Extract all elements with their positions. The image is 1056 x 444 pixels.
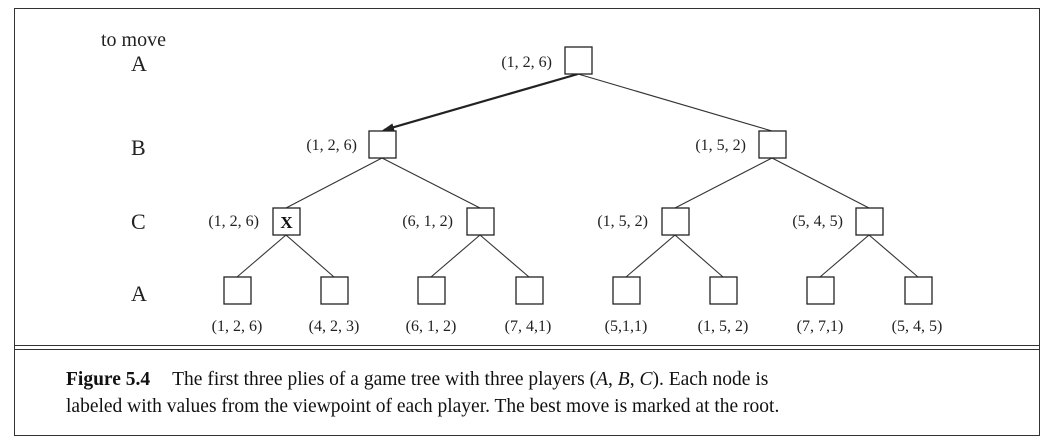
edge-c2-to-leaf-3 [430, 234, 481, 278]
edge-b-left-to-c1 [285, 157, 383, 209]
edge-c4-to-leaf-8 [868, 234, 919, 278]
figure-number: Figure 5.4 [66, 369, 151, 390]
player-label-level-3: A [131, 281, 147, 306]
leaf-node-1 [223, 276, 252, 305]
node-c1-value: (1, 2, 6) [208, 213, 259, 230]
leaf-node-6 [709, 276, 738, 305]
caption-player-a: A [596, 369, 609, 390]
leaf-node-2 [320, 276, 349, 305]
root-value-label: (1, 2, 6) [501, 54, 552, 71]
edge-b-right-to-c3 [674, 157, 773, 209]
edge-b-right-to-c4 [771, 157, 870, 209]
player-label-level-1: B [131, 135, 146, 160]
to-move-header: to move [101, 29, 166, 51]
caption-text-end: ). Each node is [652, 369, 769, 390]
leaf-node-4 [515, 276, 544, 305]
leaf-value-5: (5,1,1) [605, 318, 648, 335]
leaf-value-6: (1, 5, 2) [698, 318, 749, 335]
player-label-level-2: C [131, 209, 146, 234]
node-b-left [368, 130, 397, 159]
caption-player-c: C [639, 369, 653, 390]
edge-c3-to-leaf-6 [674, 234, 724, 278]
node-c2-value: (6, 1, 2) [402, 213, 453, 230]
edge-c2-to-leaf-4 [479, 234, 530, 278]
leaf-node-8 [904, 276, 933, 305]
leaf-value-7: (7, 7,1) [797, 318, 844, 335]
game-tree-diagram: to move A B C A (1, 2, 6) (1, 2, 6) (1, … [101, 29, 943, 335]
node-c1 [272, 207, 301, 236]
node-c4-value: (5, 4, 5) [792, 213, 843, 230]
caption-line-1: Figure 5.4 The first three plies of a gam… [66, 366, 1026, 393]
edge-c1-to-leaf-1 [236, 234, 287, 278]
node-c1-mark: X [280, 213, 293, 232]
node-c3-value: (1, 5, 2) [597, 213, 648, 230]
node-b-left-value: (1, 2, 6) [306, 137, 357, 154]
figure-frame [14, 8, 1040, 436]
caption-player-b: B [617, 369, 630, 390]
caption-sep-1: , [608, 369, 618, 390]
figure-caption: Figure 5.4 The first three plies of a gam… [66, 366, 1026, 420]
node-c2 [466, 207, 495, 236]
root-node [564, 46, 593, 75]
leaf-node-5 [612, 276, 641, 305]
edge-root-to-b-right [577, 73, 773, 132]
caption-separator-bottom [14, 349, 1040, 350]
node-b-right [758, 130, 787, 159]
leaf-value-1: (1, 2, 6) [212, 318, 263, 335]
edge-root-to-b-left [382, 72, 579, 132]
node-c4 [855, 207, 884, 236]
edge-c3-to-leaf-5 [625, 234, 676, 278]
caption-separator-top [14, 345, 1040, 346]
caption-sep-2: , [629, 369, 640, 390]
edge-b-left-to-c2 [381, 157, 481, 209]
node-c3 [661, 207, 690, 236]
leaf-value-2: (4, 2, 3) [309, 318, 360, 335]
leaf-value-8: (5, 4, 5) [892, 318, 943, 335]
player-label-level-0: A [131, 51, 147, 76]
leaf-value-3: (6, 1, 2) [406, 318, 457, 335]
node-b-right-value: (1, 5, 2) [695, 137, 746, 154]
caption-line-2: labeled with values from the viewpoint o… [66, 396, 780, 417]
leaf-value-4: (7, 4,1) [505, 318, 552, 335]
edge-c1-to-leaf-2 [285, 234, 335, 278]
leaf-node-7 [806, 276, 835, 305]
edge-c4-to-leaf-7 [819, 234, 870, 278]
caption-text-start: The first three plies of a game tree wit… [172, 369, 597, 390]
leaf-node-3 [417, 276, 446, 305]
